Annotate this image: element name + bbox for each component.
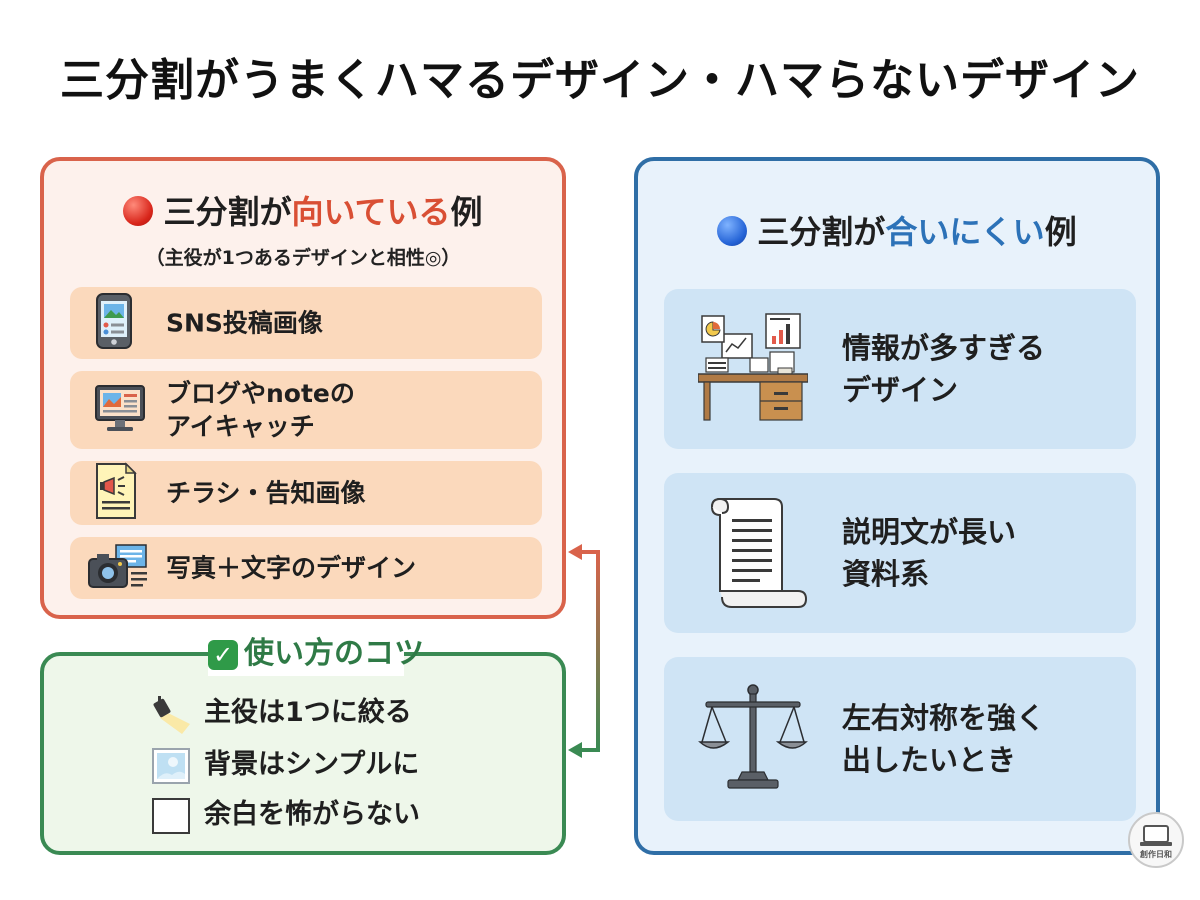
unsuitable-heading-highlight: 合いにくい xyxy=(885,213,1045,251)
unsuitable-examples-panel: 三分割が合いにくい例 xyxy=(634,157,1160,855)
blue-circle-icon xyxy=(717,216,748,246)
suitable-item-label-line2: アイキャッチ xyxy=(166,412,315,441)
unsuitable-item-label-line2: 資料系 xyxy=(842,557,930,591)
unsuitable-item-label: 情報が多すぎる デザイン xyxy=(842,327,1045,411)
laptop-icon xyxy=(1140,825,1172,846)
scroll-document-icon xyxy=(698,491,808,615)
suitable-heading-highlight: 向いている xyxy=(291,193,451,231)
suitable-heading-post: 例 xyxy=(450,193,483,231)
suitable-item-label: チラシ・告知画像 xyxy=(166,478,366,508)
tips-panel: ✓使い方のコツ 主役は1つに絞る 背景はシンプルに xyxy=(40,634,566,855)
camera-text-icon xyxy=(86,542,150,594)
suitable-item-label: SNS投稿画像 xyxy=(166,308,323,338)
unsuitable-item-label-line1: 説明文が長い xyxy=(842,515,1017,549)
unsuitable-item-symmetry: 左右対称を強く 出したいとき xyxy=(664,657,1136,821)
cluttered-desk-icon xyxy=(697,312,809,426)
unsuitable-item-label-line2: デザイン xyxy=(842,373,959,407)
unsuitable-heading: 三分割が合いにくい例 xyxy=(638,207,1156,253)
tip-label: 主役は1つに絞る xyxy=(204,697,412,728)
tips-heading: ✓使い方のコツ xyxy=(208,634,424,676)
page-title: 三分割がうまくハマるデザイン・ハマらないデザイン xyxy=(60,55,1140,106)
suitable-item-blog: ブログやnoteの アイキャッチ xyxy=(70,371,542,449)
unsuitable-item-cluttered: 情報が多すぎる デザイン xyxy=(664,289,1136,449)
connector-arrow xyxy=(568,544,600,758)
balance-scale-icon xyxy=(698,682,808,796)
unsuitable-item-label: 説明文が長い 資料系 xyxy=(842,511,1016,595)
suitable-item-label-line1: ブログやnoteの xyxy=(166,379,355,408)
unsuitable-heading-pre: 三分割が xyxy=(757,213,886,251)
suitable-heading: 三分割が向いている例 xyxy=(44,187,562,233)
suitable-subtitle: （主役が1つあるデザインと相性◎） xyxy=(145,247,461,269)
suitable-item-photo-text: 写真＋文字のデザイン xyxy=(70,537,542,599)
tip-label: 余白を怖がらない xyxy=(204,799,420,830)
unsuitable-item-long-docs: 説明文が長い 資料系 xyxy=(664,473,1136,633)
picture-icon xyxy=(152,748,190,788)
smartphone-icon xyxy=(94,292,134,354)
red-circle-icon xyxy=(123,196,154,226)
monitor-icon xyxy=(94,382,146,438)
unsuitable-item-label-line1: 情報が多すぎる xyxy=(842,331,1046,365)
unsuitable-heading-post: 例 xyxy=(1044,213,1077,251)
brand-logo: 創作日和 xyxy=(1128,812,1184,868)
suitable-item-label: ブログやnoteの アイキャッチ xyxy=(166,377,355,443)
blank-square-icon xyxy=(152,798,190,838)
unsuitable-item-label-line1: 左右対称を強く xyxy=(842,701,1046,735)
suitable-examples-panel: 三分割が向いている例 （主役が1つあるデザインと相性◎） SNS投稿画像 xyxy=(40,157,566,619)
tips-heading-label: 使い方のコツ xyxy=(244,636,424,671)
suitable-item-sns: SNS投稿画像 xyxy=(70,287,542,359)
suitable-heading-pre: 三分割が xyxy=(163,193,292,231)
suitable-item-label: 写真＋文字のデザイン xyxy=(166,553,417,583)
suitable-item-flyer: チラシ・告知画像 xyxy=(70,461,542,525)
megaphone-flyer-icon xyxy=(94,462,138,524)
tip-label: 背景はシンプルに xyxy=(204,749,420,780)
brand-logo-text: 創作日和 xyxy=(1140,850,1172,859)
check-icon: ✓ xyxy=(208,640,238,670)
unsuitable-item-label: 左右対称を強く 出したいとき xyxy=(842,697,1045,781)
spotlight-icon xyxy=(152,696,192,738)
unsuitable-item-label-line2: 出したいとき xyxy=(842,743,1017,777)
